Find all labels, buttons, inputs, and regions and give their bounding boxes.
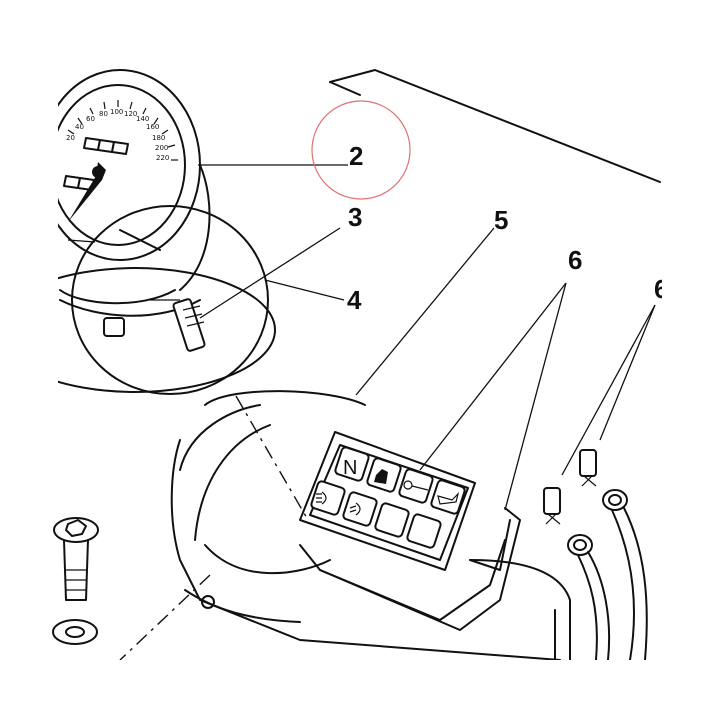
callout-4: 4: [347, 285, 362, 315]
bulb-socket: [567, 534, 593, 556]
bulb-socket: [602, 489, 628, 511]
dial-number: 40: [75, 123, 84, 131]
dial-number: 60: [86, 115, 95, 123]
dial-number: 20: [66, 134, 75, 142]
mounting-stud: [103, 317, 125, 337]
washer: [52, 619, 98, 645]
lamp-high-beam: [310, 480, 346, 516]
bulb-wiring: [543, 449, 648, 661]
dial-number: 120: [124, 110, 137, 118]
connector-pin: [172, 298, 206, 352]
leader-lines: [198, 164, 656, 511]
lamp-blank: [374, 502, 410, 538]
key-icon: [403, 480, 429, 491]
callout-2: 2: [349, 141, 363, 171]
fairing-outline: [170, 69, 661, 661]
dial-number: 160: [146, 123, 159, 131]
low-beam-icon: [349, 502, 361, 516]
dial-number: 180: [152, 134, 165, 142]
bulb: [543, 487, 561, 515]
warning-light-panel: N: [299, 431, 521, 631]
callout-6: 6: [568, 245, 582, 275]
dial-number: 200: [155, 144, 168, 152]
dial-number: 220: [156, 154, 169, 162]
lamp-neutral: N: [334, 446, 370, 482]
lamp-fuel: [366, 457, 402, 493]
mounting-screw: [53, 517, 99, 601]
assembly-axes: [119, 395, 309, 661]
dial-number: 100: [110, 108, 123, 116]
callout-5: 5: [494, 205, 508, 235]
neutral-label: N: [343, 457, 357, 479]
lamp-low-beam: [342, 491, 378, 527]
lamp-key: [398, 468, 434, 504]
oil-can-icon: [437, 492, 460, 505]
lamp-blank: [406, 513, 442, 549]
dial-number: 80: [99, 110, 108, 118]
dial-ticks: [67, 100, 178, 161]
crop-mask-left: [0, 0, 58, 500]
crop-mask: [662, 0, 720, 720]
bulb: [579, 449, 597, 477]
dial-numbers: 20 40 60 80 100 120 140 160 180 200 220: [66, 108, 169, 162]
high-beam-icon: [316, 491, 327, 505]
lamp-oil: [430, 479, 466, 515]
callout-3: 3: [348, 202, 362, 232]
highlight-circle: [311, 100, 411, 200]
crop-mask-bottom: [0, 660, 720, 720]
dial-number: 140: [136, 115, 149, 123]
fuel-icon: [374, 469, 388, 484]
